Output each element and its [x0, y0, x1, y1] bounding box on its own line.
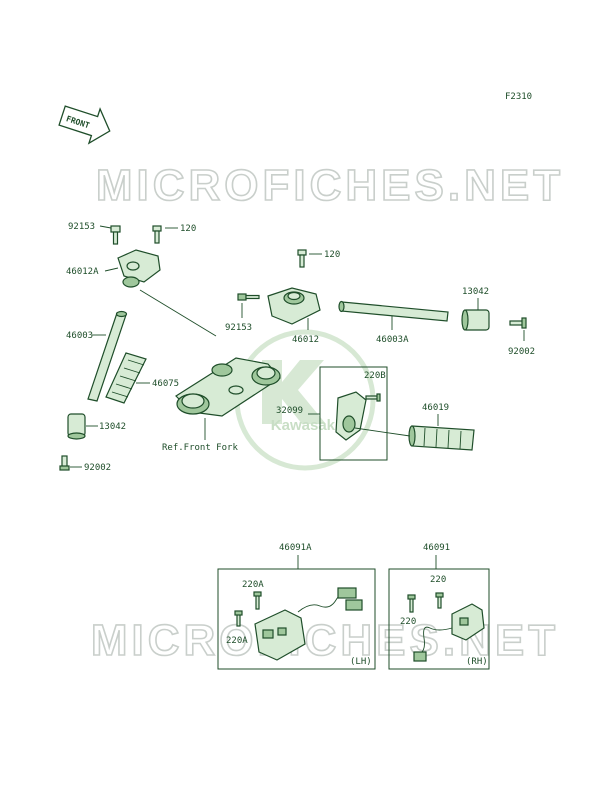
- bolt-120-mid: [297, 249, 307, 268]
- clamp-46012: [267, 287, 321, 325]
- handlebar-46003: [87, 310, 128, 402]
- label-lh: (LH): [350, 657, 372, 667]
- label-220A-top: 220A: [242, 580, 264, 590]
- label-ref-front-fork: Ref.Front Fork: [162, 443, 238, 453]
- lh-switch-box: [217, 568, 376, 670]
- clamp-46012A: [117, 249, 161, 288]
- label-13042-left: 13042: [99, 422, 126, 432]
- upper-triple-clamp: [175, 357, 281, 417]
- label-46019: 46019: [422, 403, 449, 413]
- watermark-top: MICROFICHES.NET: [96, 161, 564, 210]
- label-13042-right: 13042: [462, 287, 489, 297]
- screw-220-bottom: [407, 594, 416, 613]
- label-220-bottom: 220: [400, 617, 416, 627]
- label-120-mid: 120: [324, 250, 340, 260]
- label-220-top: 220: [430, 575, 446, 585]
- label-92153-mid: 92153: [225, 323, 252, 333]
- switch-housing-46091: [413, 603, 485, 662]
- label-32099: 32099: [276, 406, 303, 416]
- label-92002-right: 92002: [508, 347, 535, 357]
- label-46075: 46075: [152, 379, 179, 389]
- front-arrow-icon: FRONT: [58, 105, 111, 145]
- label-46091: 46091: [423, 543, 450, 553]
- label-46012A: 46012A: [66, 267, 99, 277]
- bolt-92153-left: [110, 225, 121, 245]
- label-46012: 46012: [292, 335, 319, 345]
- screw-220-top: [435, 592, 444, 609]
- switch-housing-46091A: [254, 587, 363, 661]
- label-92002-left: 92002: [84, 463, 111, 473]
- screw-92002-right: [509, 317, 527, 329]
- logo-text: Kawasaki: [271, 417, 339, 434]
- bar-end-13042-left: [67, 413, 86, 440]
- label-46003A: 46003A: [376, 335, 409, 345]
- bolt-120-left: [152, 225, 162, 244]
- bar-end-13042-right: [461, 309, 490, 331]
- screw-92002-left: [59, 455, 70, 471]
- label-220B: 220B: [364, 371, 386, 381]
- screw-220A-bottom: [234, 610, 243, 627]
- bolt-92153-mid: [237, 293, 260, 301]
- handlebar-46003A: [338, 300, 449, 322]
- label-220A-bottom: 220A: [226, 636, 248, 646]
- label-46003: 46003: [66, 331, 93, 341]
- screw-220B: [365, 393, 381, 402]
- throttle-box: [319, 366, 388, 461]
- label-rh: (RH): [466, 657, 488, 667]
- throttle-housing-32099: [335, 391, 367, 441]
- rh-switch-box: [388, 568, 490, 670]
- label-46091A: 46091A: [279, 543, 312, 553]
- label-120-left: 120: [180, 224, 196, 234]
- grip-46075: [105, 352, 147, 404]
- screw-220A-top: [253, 591, 262, 610]
- figure-code: F2310: [505, 92, 532, 102]
- throttle-grip-46019: [408, 425, 475, 451]
- label-92153-left: 92153: [68, 222, 95, 232]
